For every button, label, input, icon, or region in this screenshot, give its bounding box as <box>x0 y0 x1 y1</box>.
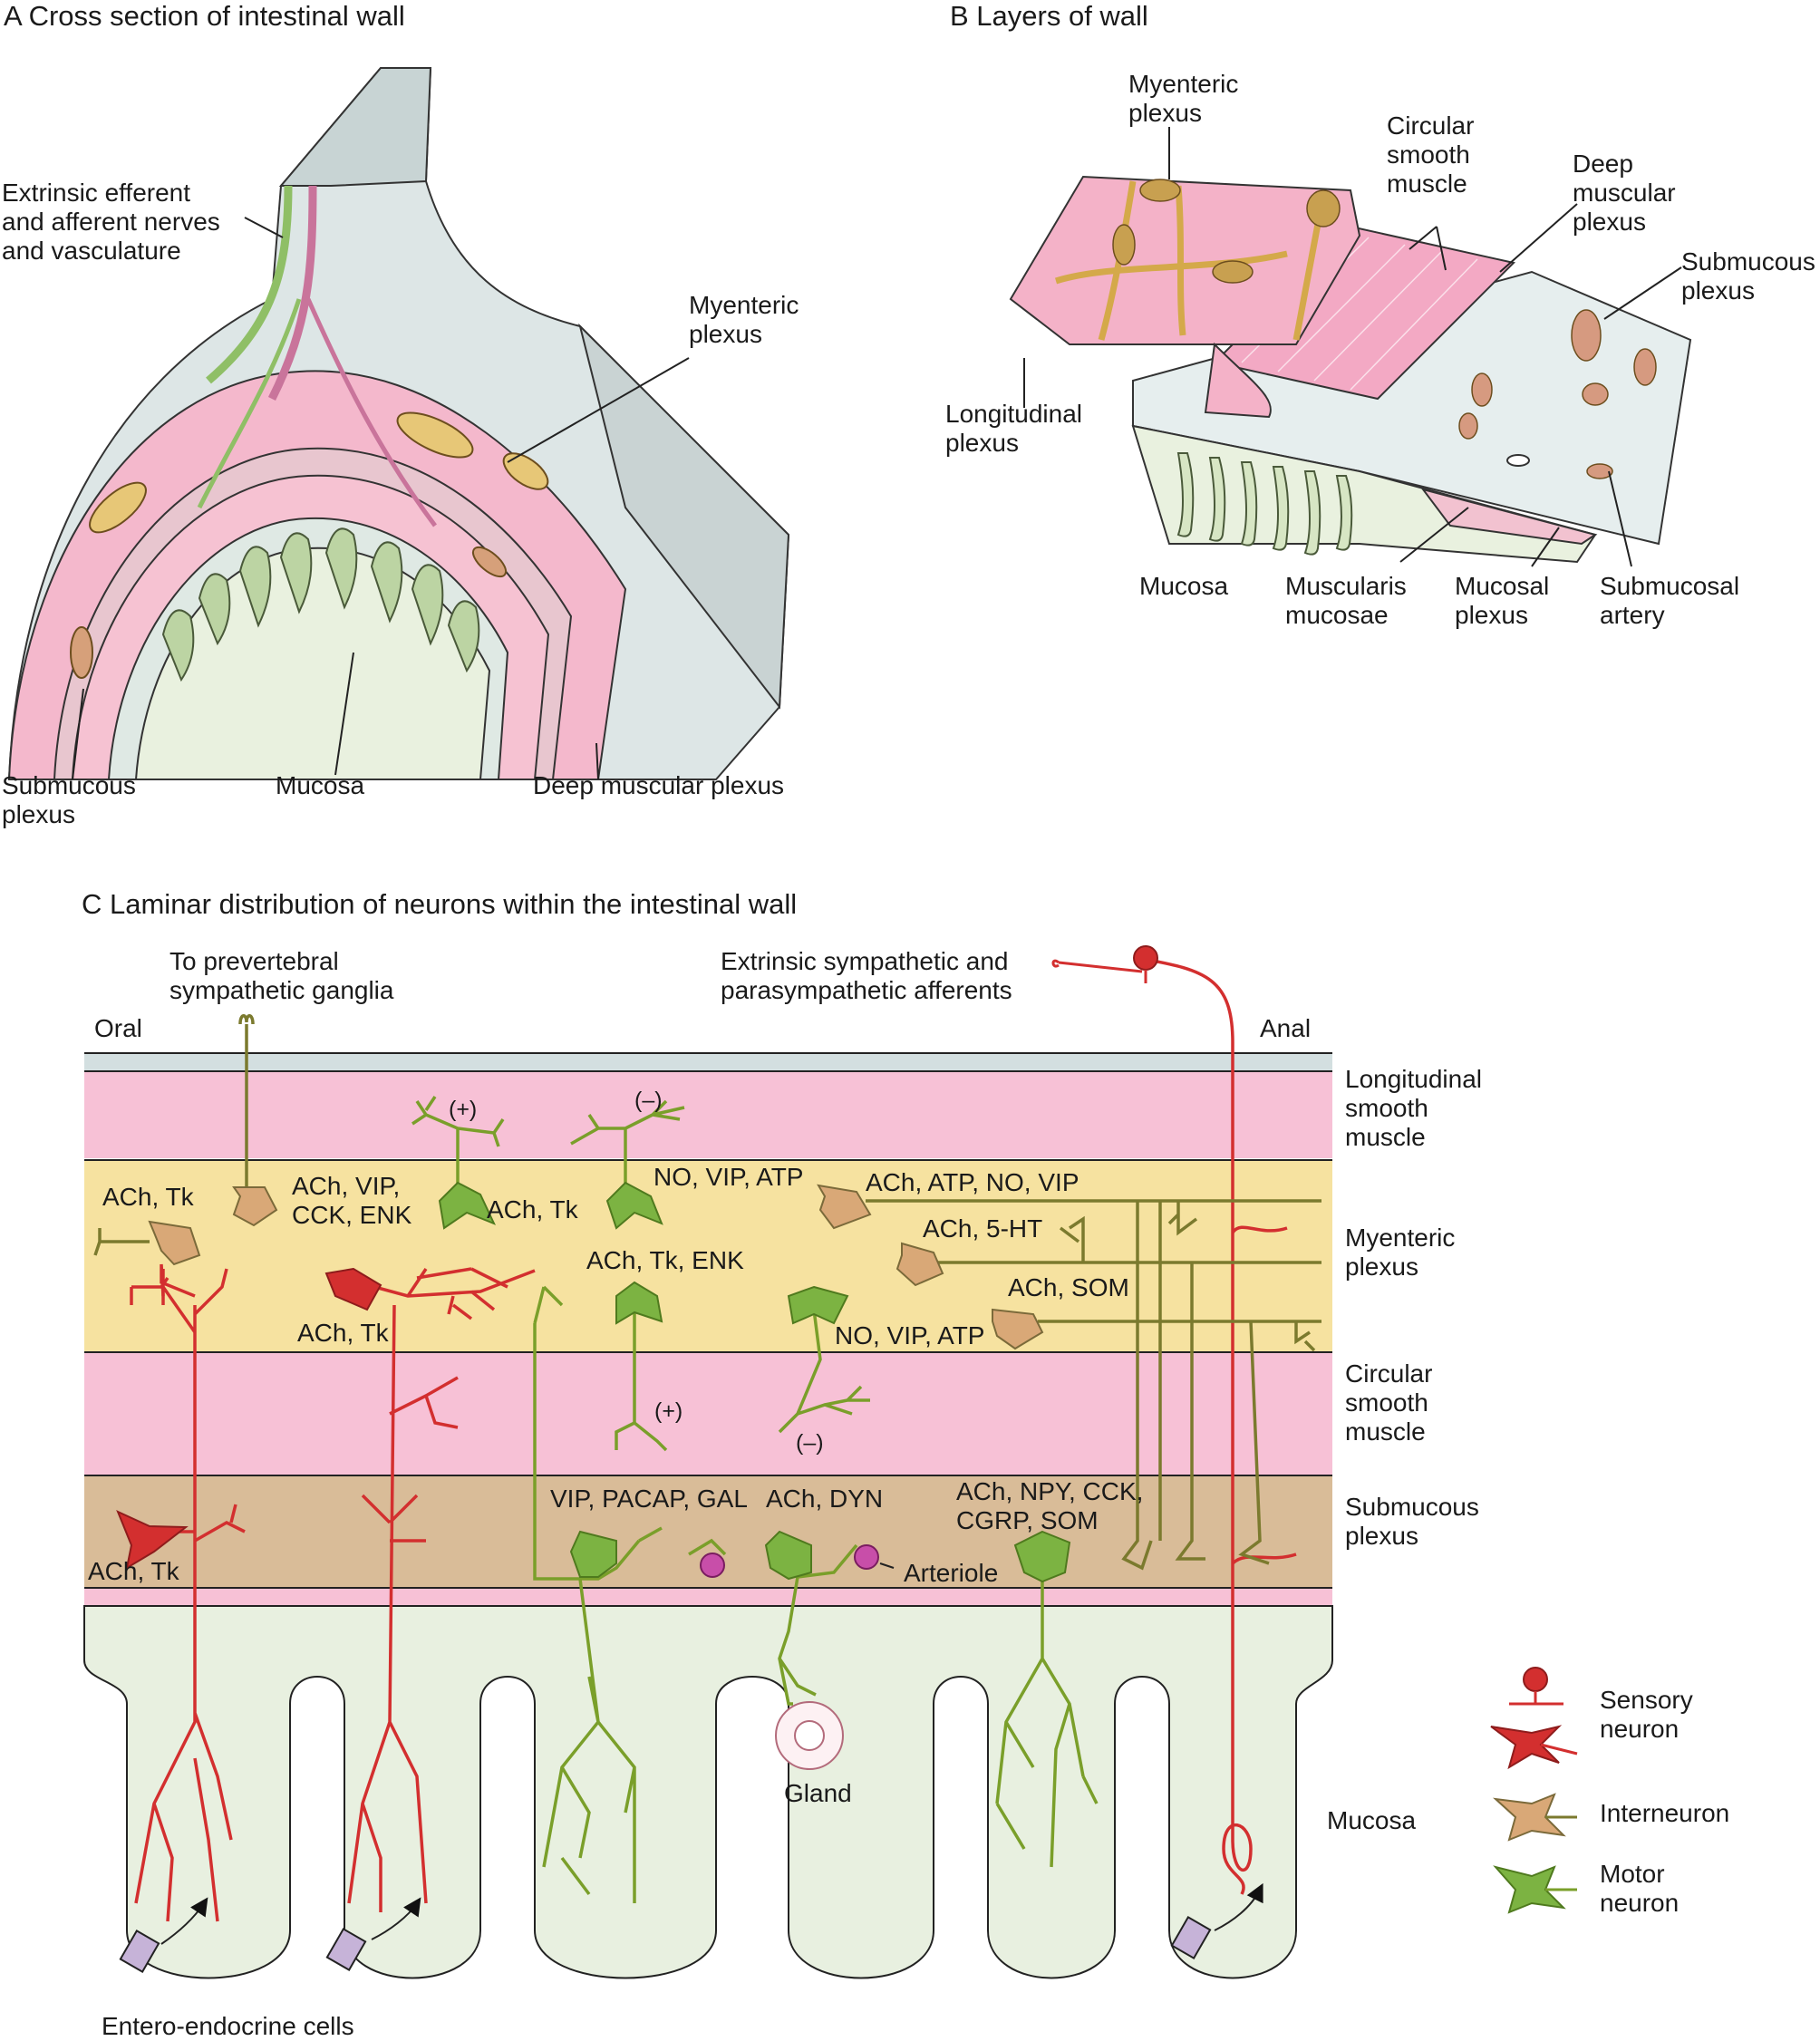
label-layer-myenteric: Myenteric plexus <box>1345 1224 1462 1281</box>
nlabel-8: ACh, Tk, ENK <box>586 1246 744 1274</box>
panel-a: A Cross section of intestinal wall <box>2 0 806 828</box>
label-artery-b: Submucosal artery <box>1600 572 1747 629</box>
nlabel-1: ACh, Tk <box>102 1183 195 1211</box>
motor-neuron-1 <box>438 1181 496 1230</box>
band-longitudinal <box>84 1071 1332 1158</box>
label-muscularis-b: Muscularis mucosae <box>1285 572 1414 629</box>
interneuron-5 <box>992 1308 1044 1350</box>
label-mucosal-b: Mucosal plexus <box>1455 572 1556 629</box>
legend-sensory-label: Sensory neuron <box>1600 1686 1700 1743</box>
nlabel-9: ACh, SOM <box>1008 1273 1129 1301</box>
label-layer-circular: Circular smooth muscle <box>1345 1359 1439 1446</box>
label-entero: Entero-endocrine cells <box>102 2012 354 2040</box>
label-submucous-a: Submucous plexus <box>2 771 143 828</box>
interneuron-neurites <box>93 1014 1321 1571</box>
panel-b-title: B Layers of wall <box>950 0 1148 32</box>
legend-motor-label: Motor neuron <box>1600 1860 1679 1917</box>
label-deep-a: Deep muscular plexus <box>533 771 784 799</box>
interneuron-2 <box>232 1186 278 1227</box>
legend-interneuron-icon <box>1492 1793 1566 1842</box>
label-oral: Oral <box>94 1014 142 1042</box>
legend-motor-icon <box>1493 1865 1566 1914</box>
nlabel-5: ACh, ATP, NO, VIP <box>866 1168 1079 1196</box>
sign-minus-2: (–) <box>796 1430 824 1456</box>
sensory-ending-top <box>1133 945 1158 971</box>
sign-minus-1: (–) <box>634 1088 663 1113</box>
label-submucous-b: Submucous plexus <box>1681 247 1820 305</box>
nlabel-4: NO, VIP, ATP <box>653 1163 803 1191</box>
label-myenteric-a: Myenteric plexus <box>689 291 806 348</box>
motor-neuron-5 <box>569 1530 617 1578</box>
arteriole-2 <box>854 1544 879 1570</box>
legend-sensory-neuron-icon <box>1490 1725 1563 1770</box>
label-deep-b: Deep muscular plexus <box>1573 150 1682 236</box>
sensory-neuron-myenteric <box>324 1267 382 1311</box>
label-gland: Gland <box>784 1779 852 1807</box>
label-longitudinal-b: Longitudinal plexus <box>945 400 1089 457</box>
label-prevertebral: To prevertebral sympathetic ganglia <box>169 947 394 1004</box>
label-layer-mucosa: Mucosa <box>1327 1806 1416 1834</box>
legend-sensory-ending-icon <box>1523 1667 1548 1692</box>
nlabel-13: ACh, DYN <box>766 1485 883 1513</box>
arteriole-1 <box>700 1553 725 1578</box>
nlabel-12: VIP, PACAP, GAL <box>550 1485 748 1513</box>
motor-neuron-7 <box>1013 1530 1071 1583</box>
motor-neuron-6 <box>764 1530 812 1581</box>
sensory-neurites <box>130 957 1297 1922</box>
sensory-neuron-submucous <box>116 1510 189 1571</box>
panel-c: C Laminar distribution of neurons within… <box>82 888 1729 2040</box>
label-myenteric-b: Myenteric plexus <box>1128 70 1245 127</box>
label-layer-submucous: Submucous plexus <box>1345 1493 1486 1550</box>
band-circular <box>84 1352 1332 1475</box>
label-mucosa-b: Mucosa <box>1139 572 1228 600</box>
label-arteriole: Arteriole <box>904 1559 998 1587</box>
motor-neuron-2 <box>605 1181 663 1230</box>
sign-plus-2: (+) <box>654 1398 682 1424</box>
sign-plus-1: (+) <box>449 1097 477 1122</box>
nlabel-3: ACh, Tk <box>487 1195 579 1224</box>
label-anal: Anal <box>1260 1014 1311 1042</box>
panel-b: B Layers of wall <box>945 0 1820 629</box>
motor-neuron-4 <box>787 1285 849 1325</box>
nlabel-2: ACh, VIP, CCK, ENK <box>292 1172 412 1229</box>
entero-endocrine-cells <box>119 1882 1263 1973</box>
legend: Sensory neuron Interneuron Motor neuron <box>1490 1667 1729 1917</box>
motor-neuron-3 <box>615 1281 663 1325</box>
nlabel-10: NO, VIP, ATP <box>835 1321 984 1349</box>
band-pink-thin <box>84 1588 1332 1606</box>
label-extrinsic-c: Extrinsic sympathetic and parasympatheti… <box>721 947 1015 1004</box>
band-serosa <box>84 1053 1332 1071</box>
interneuron-4 <box>895 1242 944 1287</box>
label-mucosa-a: Mucosa <box>276 771 364 799</box>
interneuron-3 <box>817 1184 872 1230</box>
legend-interneuron-label: Interneuron <box>1600 1799 1729 1827</box>
motor-neurites <box>411 1096 1099 1903</box>
nlabel-14: ACh, NPY, CCK, CGRP, SOM <box>956 1477 1150 1534</box>
nlabel-11: ACh, Tk <box>88 1557 180 1585</box>
interneuron-1 <box>148 1220 201 1266</box>
label-extrinsic: Extrinsic efferent and afferent nerves a… <box>2 179 228 265</box>
label-circular-b: Circular smooth muscle <box>1387 111 1481 198</box>
nlabel-6: ACh, 5-HT <box>923 1214 1042 1243</box>
panel-c-title: C Laminar distribution of neurons within… <box>82 888 797 920</box>
panel-a-title: A Cross section of intestinal wall <box>4 0 405 32</box>
mucosa-villi-c <box>83 1605 1333 1979</box>
nlabel-7: ACh, Tk <box>297 1319 390 1347</box>
label-layer-longitudinal: Longitudinal smooth muscle <box>1345 1065 1489 1151</box>
